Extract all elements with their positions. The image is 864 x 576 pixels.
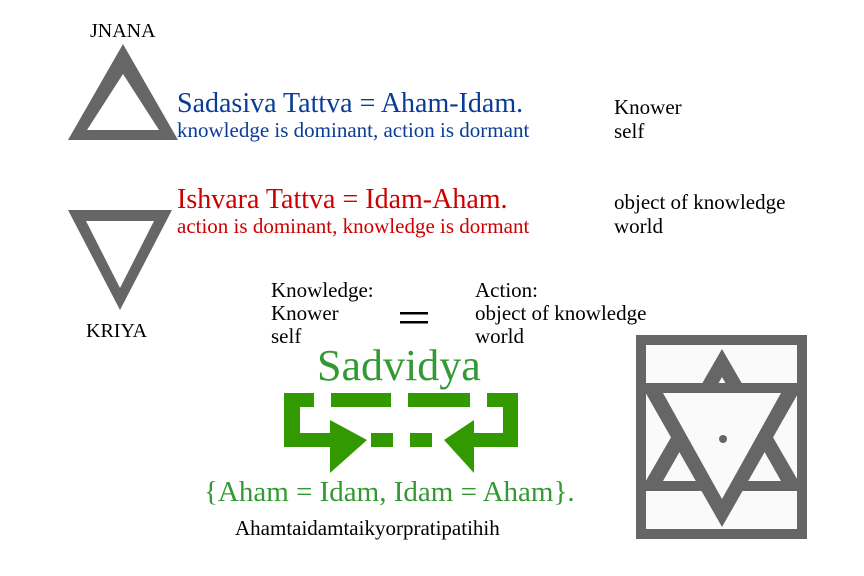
downward-triangle-icon xyxy=(68,210,172,310)
sadasiva-side-line-2: self xyxy=(614,119,645,143)
sadvidya-mantra: Ahamtaidamtaikyorpratipatihih xyxy=(235,516,500,540)
hexagram-box-icon xyxy=(636,335,807,539)
sadasiva-side-line-1: Knower xyxy=(614,95,682,119)
equals-sign-icon xyxy=(400,312,428,324)
action-heading: Action: xyxy=(475,278,538,302)
sadvidya-equation: {Aham = Idam, Idam = Aham}. xyxy=(204,476,575,508)
kriya-label: KRIYA xyxy=(86,320,148,342)
jnana-label: JNANA xyxy=(90,20,156,42)
upward-triangle-icon xyxy=(68,44,178,140)
knowledge-heading: Knowledge: xyxy=(271,278,374,302)
sadasiva-subtitle: knowledge is dominant, action is dormant xyxy=(177,118,530,142)
ishvara-side-line-2: world xyxy=(614,214,663,238)
ishvara-title: Ishvara Tattva = Idam-Aham. xyxy=(177,184,508,215)
sadvidya-title: Sadvidya xyxy=(317,341,481,390)
sadasiva-title: Sadasiva Tattva = Aham-Idam. xyxy=(177,88,524,119)
action-line-object: object of knowledge xyxy=(475,301,647,325)
knowledge-line-knower: Knower xyxy=(271,301,339,325)
ishvara-subtitle: action is dominant, knowledge is dormant xyxy=(177,214,530,238)
action-line-world: world xyxy=(475,324,524,348)
ishvara-side-line-1: object of knowledge xyxy=(614,190,786,214)
knowledge-line-self: self xyxy=(271,324,302,348)
